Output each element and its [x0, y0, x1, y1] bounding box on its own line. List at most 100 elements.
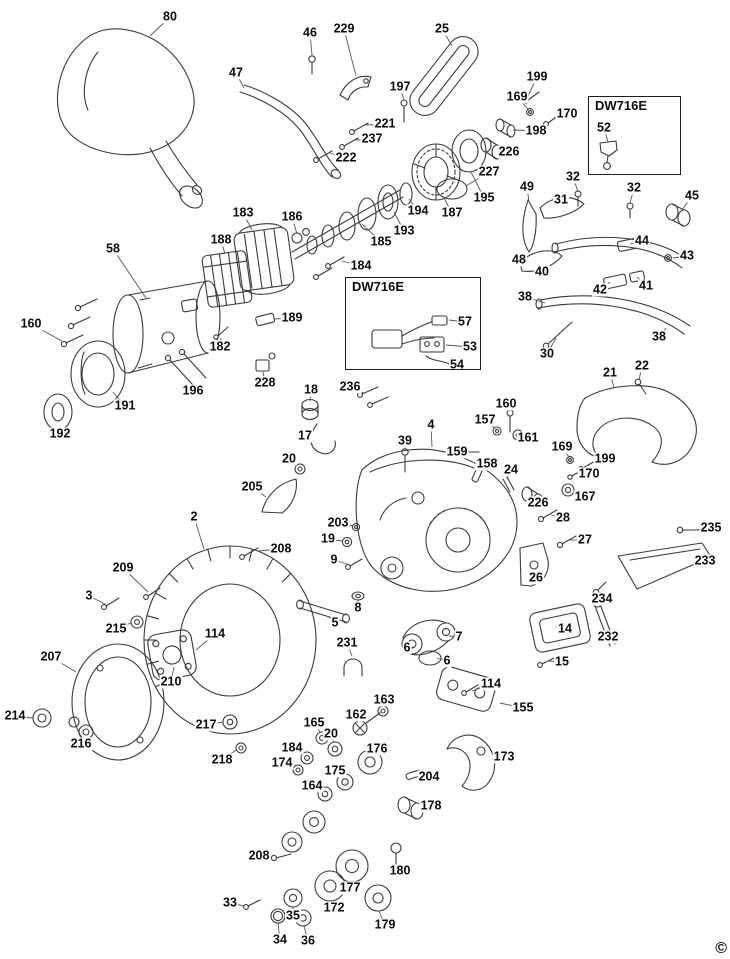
part-label-217: 217 — [194, 717, 218, 732]
trigger-handle-art — [576, 378, 697, 465]
part-label-49: 49 — [519, 179, 535, 194]
part-label-186: 186 — [280, 209, 304, 224]
part-label-228: 228 — [253, 375, 277, 390]
part-label-58: 58 — [105, 241, 121, 256]
part-label-8: 8 — [353, 600, 363, 615]
part-label-170: 170 — [577, 466, 601, 481]
part-label-184: 184 — [280, 740, 304, 755]
part-label-176: 176 — [365, 741, 389, 756]
part-label-80: 80 — [162, 9, 178, 24]
part-label-15: 15 — [554, 654, 570, 669]
part-label-218: 218 — [210, 752, 234, 767]
part-label-180: 180 — [388, 863, 412, 878]
part-label-53: 53 — [462, 339, 478, 354]
part-label-45: 45 — [684, 188, 700, 203]
part-label-237: 237 — [360, 131, 384, 146]
part-label-163: 163 — [372, 692, 396, 707]
side-cover-art — [32, 643, 165, 761]
motor-housing-art — [43, 280, 276, 431]
inset-box-title: DW716E — [350, 279, 407, 294]
part-label-233: 233 — [693, 553, 717, 568]
inset-box-title: DW716E — [593, 98, 650, 113]
part-label-199: 199 — [525, 69, 549, 84]
part-label-32: 32 — [626, 180, 642, 195]
part-label-157: 157 — [473, 412, 497, 427]
part-label-17: 17 — [297, 428, 313, 443]
part-label-155: 155 — [511, 700, 535, 715]
part-label-7: 7 — [454, 629, 464, 644]
part-label-170: 170 — [555, 106, 579, 121]
part-label-34: 34 — [272, 932, 288, 947]
part-label-226: 226 — [497, 144, 521, 159]
part-label-229: 229 — [332, 21, 356, 36]
part-label-21: 21 — [602, 365, 618, 380]
part-label-175: 175 — [323, 763, 347, 778]
part-label-5: 5 — [330, 615, 340, 630]
part-label-35: 35 — [285, 908, 301, 923]
part-label-191: 191 — [113, 398, 137, 413]
fan-and-rings-art — [411, 129, 487, 201]
part-label-194: 194 — [406, 203, 430, 218]
part-label-36: 36 — [300, 933, 316, 948]
part-label-172: 172 — [322, 900, 346, 915]
part-label-43: 43 — [679, 248, 695, 263]
part-label-227: 227 — [477, 164, 501, 179]
part-label-30: 30 — [539, 346, 555, 361]
part-label-185: 185 — [369, 234, 393, 249]
part-label-165: 165 — [302, 715, 326, 730]
part-label-42: 42 — [592, 282, 608, 297]
part-label-178: 178 — [419, 798, 443, 813]
part-label-187: 187 — [440, 205, 464, 220]
part-label-19: 19 — [320, 531, 336, 546]
part-label-183: 183 — [231, 205, 255, 220]
part-label-210: 210 — [159, 674, 183, 689]
part-label-20: 20 — [281, 451, 297, 466]
part-label-182: 182 — [208, 339, 232, 354]
part-label-44: 44 — [634, 233, 650, 248]
leader-line — [343, 28, 357, 77]
part-label-2: 2 — [189, 509, 199, 524]
part-label-197: 197 — [388, 79, 412, 94]
part-label-39: 39 — [397, 433, 413, 448]
part-label-204: 204 — [417, 769, 441, 784]
part-label-177: 177 — [338, 880, 362, 895]
part-label-208: 208 — [269, 541, 293, 556]
part-label-162: 162 — [344, 707, 368, 722]
part-label-232: 232 — [596, 629, 620, 644]
part-label-184: 184 — [349, 258, 373, 273]
blade-guard-art — [101, 545, 317, 754]
part-label-235: 235 — [699, 520, 723, 535]
part-label-167: 167 — [573, 489, 597, 504]
part-label-47: 47 — [228, 65, 244, 80]
inset-box: DW716E — [345, 277, 481, 370]
part-label-4: 4 — [426, 417, 436, 432]
part-label-226: 226 — [526, 495, 550, 510]
part-label-9: 9 — [329, 552, 339, 567]
part-label-114: 114 — [203, 626, 227, 641]
part-label-54: 54 — [449, 357, 465, 372]
part-label-189: 189 — [280, 310, 304, 325]
part-label-18: 18 — [303, 382, 319, 397]
part-label-38: 38 — [651, 329, 667, 344]
part-label-46: 46 — [302, 25, 318, 40]
part-label-207: 207 — [39, 649, 63, 664]
part-label-222: 222 — [334, 150, 358, 165]
part-label-38: 38 — [517, 289, 533, 304]
part-label-57: 57 — [457, 314, 473, 329]
part-label-161: 161 — [516, 430, 540, 445]
inset-box: DW716E — [588, 96, 681, 175]
copyright-mark: © — [715, 940, 727, 957]
part-label-169: 169 — [505, 89, 529, 104]
part-label-221: 221 — [373, 116, 397, 131]
part-label-26: 26 — [528, 570, 544, 585]
part-label-40: 40 — [534, 264, 550, 279]
part-label-28: 28 — [555, 510, 571, 525]
part-label-209: 209 — [111, 560, 135, 575]
part-label-48: 48 — [511, 252, 527, 267]
inset1-part-art — [599, 140, 618, 170]
drive-belt-art — [409, 36, 479, 116]
part-label-208: 208 — [247, 848, 271, 863]
inset2-parts-art — [371, 315, 457, 370]
